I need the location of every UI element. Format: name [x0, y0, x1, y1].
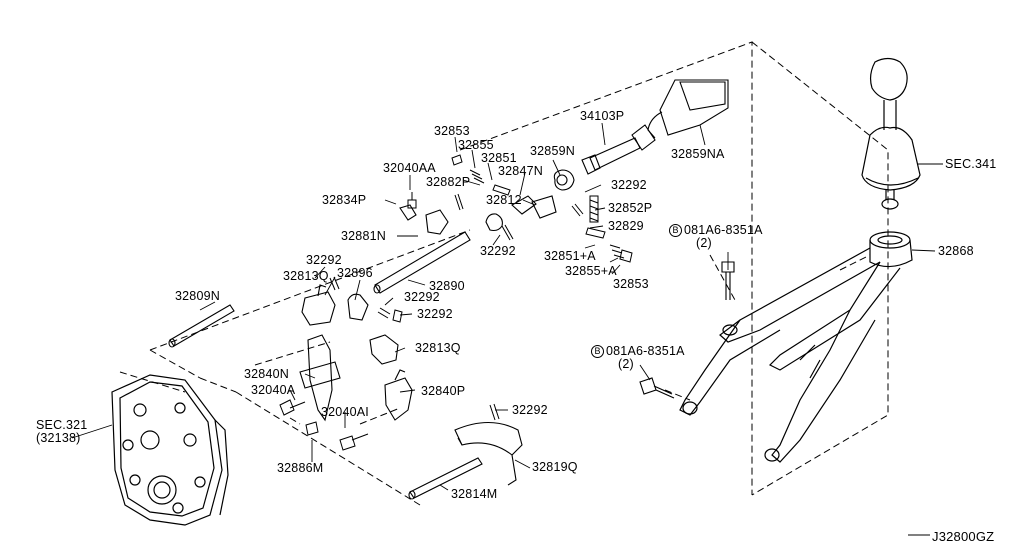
bolt-callout-lower: 081A6-8351A (2): [606, 345, 685, 371]
part-label-32868: 32868: [938, 244, 974, 258]
shift-knob-assembly: [861, 57, 921, 210]
part-label-32040ai: 32040AI: [321, 405, 369, 419]
part-label-32852p: 32852P: [608, 201, 653, 215]
bolt-part-number-lower: 081A6-8351A: [606, 344, 685, 358]
sec-321-subtitle: (32138): [36, 431, 81, 445]
part-label-32819q: 32819Q: [532, 460, 578, 474]
part-label-32853-b: 32853: [613, 277, 649, 291]
sec-321-callout: SEC.321 (32138): [36, 419, 87, 445]
part-label-32040aa: 32040AA: [383, 161, 436, 175]
part-label-32847n: 32847N: [498, 164, 543, 178]
part-label-32040a: 32040A: [251, 383, 296, 397]
part-label-32809n: 32809N: [175, 289, 220, 303]
part-label-32851-a: 32851+A: [544, 249, 596, 263]
part-label-32882p: 32882P: [426, 175, 471, 189]
shift-forks-and-brackets: [299, 195, 557, 486]
selector-shaft: [373, 231, 471, 294]
part-label-32812: 32812: [486, 193, 522, 207]
part-label-32813q-a: 32813Q: [283, 269, 329, 283]
part-label-32292-b: 32292: [480, 244, 516, 258]
part-label-32292-c: 32292: [306, 253, 342, 267]
part-label-32851: 32851: [481, 151, 517, 165]
part-label-32292-e: 32292: [417, 307, 453, 321]
shift-rods: [168, 304, 483, 500]
part-label-34103p: 34103P: [580, 109, 625, 123]
part-label-32859n: 32859N: [530, 144, 575, 158]
bolt-mark-lower: B: [591, 345, 604, 358]
bolt-mark-upper: B: [669, 224, 682, 237]
transmission-case: [111, 374, 229, 526]
part-label-32834p: 32834P: [322, 193, 367, 207]
bracket-bolts: [639, 261, 735, 399]
part-label-32881n: 32881N: [341, 229, 386, 243]
diagram-id: J32800GZ: [932, 529, 995, 544]
leader-lines: [71, 122, 943, 536]
part-label-32292-f: 32292: [512, 403, 548, 417]
bolt-callout-upper: 081A6-8351A (2): [684, 224, 763, 250]
part-label-32814m: 32814M: [451, 487, 498, 501]
group-boundary-lines: [119, 41, 889, 506]
part-label-32813q-b: 32813Q: [415, 341, 461, 355]
part-label-32853: 32853: [434, 124, 470, 138]
bolt-quantity-upper: (2): [696, 236, 712, 250]
part-label-32829: 32829: [608, 219, 644, 233]
sec-341-label: SEC.341: [945, 157, 997, 171]
shift-boot-and-rod: [553, 79, 729, 191]
control-lever-bracket: [679, 231, 913, 463]
part-label-32890: 32890: [429, 279, 465, 293]
part-label-32859na: 32859NA: [671, 147, 725, 161]
pins-springs-bolts: [279, 154, 633, 451]
part-label-32855-a: 32855+A: [565, 264, 617, 278]
part-label-32896: 32896: [337, 266, 373, 280]
part-label-32840p: 32840P: [421, 384, 466, 398]
part-label-32855: 32855: [458, 138, 494, 152]
part-label-32886m: 32886M: [277, 461, 324, 475]
bolt-part-number-upper: 081A6-8351A: [684, 223, 763, 237]
part-label-32292-d: 32292: [404, 290, 440, 304]
part-label-32840n: 32840N: [244, 367, 289, 381]
sec-321-title: SEC.321: [36, 418, 88, 432]
part-label-32292-a: 32292: [611, 178, 647, 192]
bolt-quantity-lower: (2): [618, 357, 634, 371]
